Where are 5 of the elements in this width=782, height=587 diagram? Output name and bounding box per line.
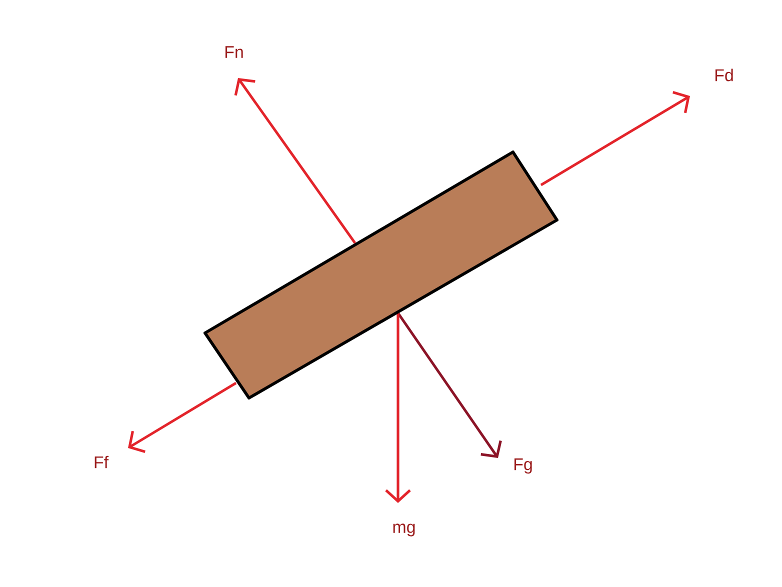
force-label: Ff <box>94 456 109 468</box>
force-label: Fg <box>514 458 532 474</box>
force-label: mg <box>393 524 415 536</box>
force-label: Fn <box>225 46 243 58</box>
force-label: Fd <box>715 68 733 82</box>
